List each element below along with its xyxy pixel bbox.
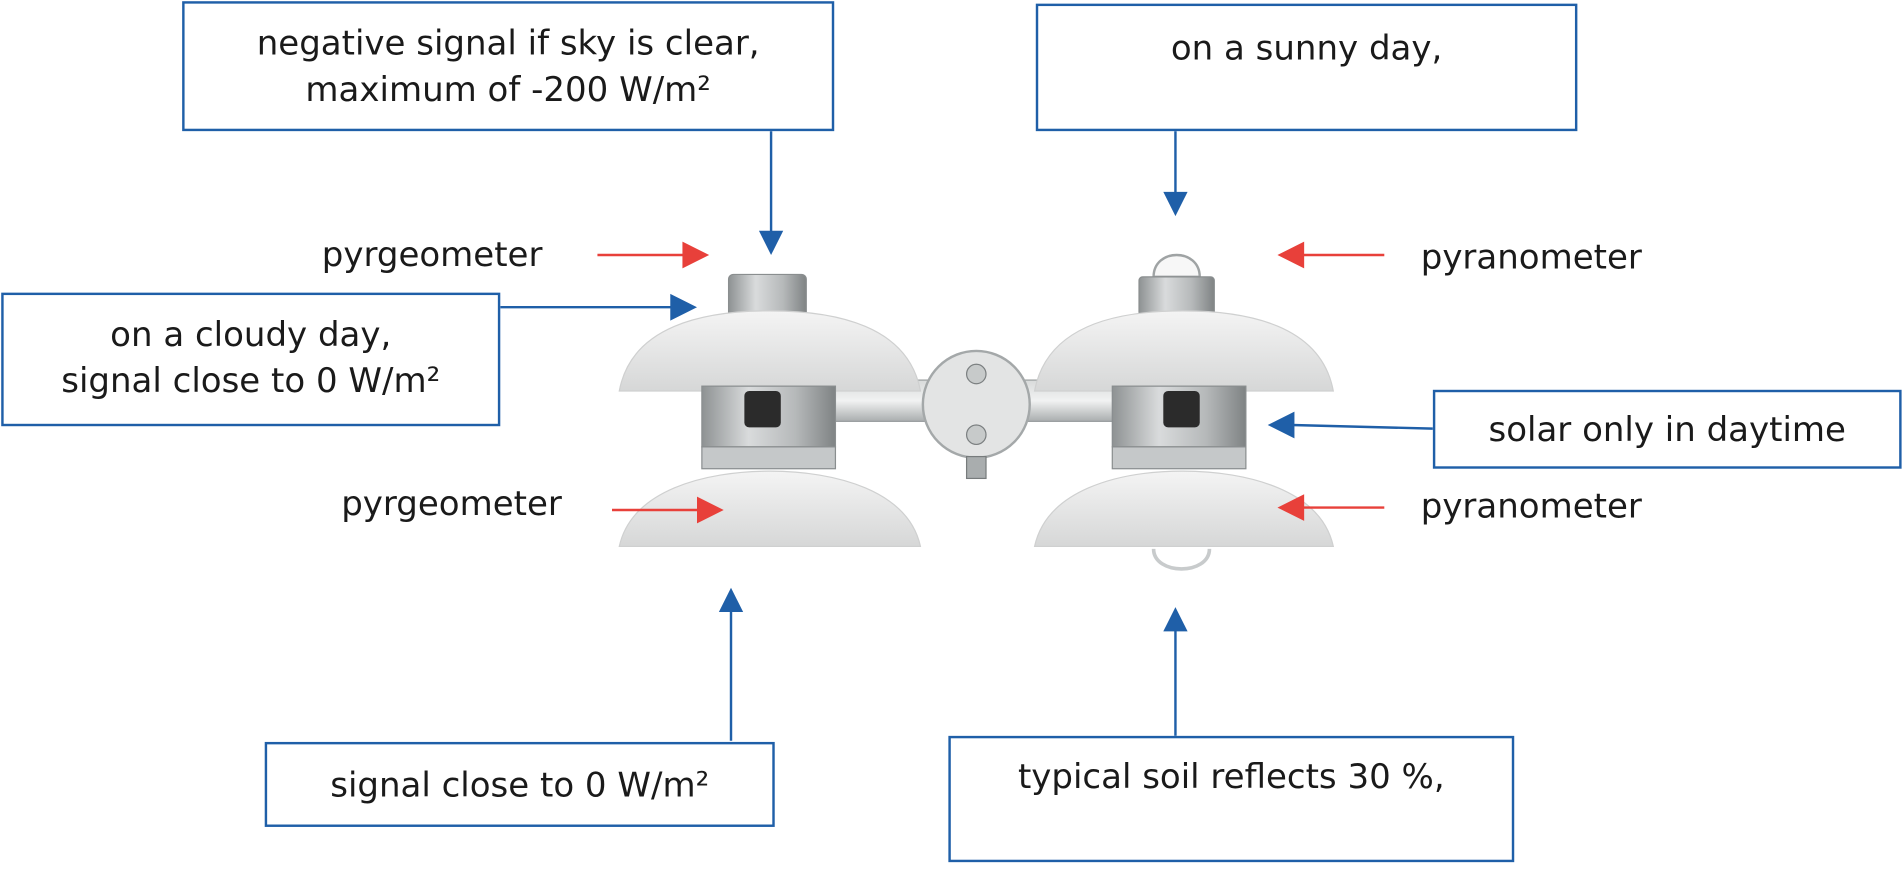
- callout-text-line: signal close to 0 W/m²: [330, 765, 710, 806]
- red-arrow-pyranometer-bottom: [1277, 494, 1385, 521]
- callout-text-line: signal close to 0 W/m²: [61, 360, 441, 401]
- label-pyrgeometer-top: pyrgeometer: [321, 234, 543, 275]
- callout-signal-zero: signal close to 0 W/m²: [264, 741, 775, 827]
- blue-arrow-signal-zero: [718, 587, 744, 741]
- red-arrow-pyrgeometer-top: [597, 241, 710, 269]
- callout-text-line: on a cloudy day,: [110, 314, 392, 355]
- label-pyranometer-top: pyranometer: [1420, 236, 1642, 277]
- pyranometer-lower-body: [1033, 470, 1335, 571]
- central-hub: [921, 349, 1031, 480]
- blue-arrow-solar-daytime: [1267, 411, 1433, 439]
- callout-text-line: typical soil reflects 30 %,: [1017, 756, 1445, 797]
- blue-arrow-sunny-day: [1163, 131, 1188, 217]
- pyrgeometer-upper-body: [618, 273, 922, 470]
- blue-arrow-cloudy-day: [500, 293, 698, 321]
- callout-solar-daytime: solar only in daytime: [1432, 389, 1902, 469]
- pyranometer-upper-body: [1033, 253, 1335, 470]
- label-pyrgeometer-bottom: pyrgeometer: [341, 483, 562, 524]
- blue-arrow-soil-reflects: [1163, 607, 1188, 736]
- callout-negative-signal: negative signal if sky is clear, maximum…: [182, 1, 835, 132]
- callout-text-line: negative signal if sky is clear,: [256, 23, 760, 64]
- callout-text-line: maximum of -200 W/m²: [305, 69, 711, 110]
- callout-cloudy-day: on a cloudy day, signal close to 0 W/m²: [1, 292, 501, 427]
- pyrgeometer-lower-body: [618, 470, 922, 548]
- red-arrow-pyranometer-top: [1277, 241, 1385, 269]
- callout-sunny-day: on a sunny day,: [1035, 3, 1578, 132]
- callout-soil-reflects: typical soil reflects 30 %,: [948, 735, 1515, 863]
- blue-arrow-negative-signal: [758, 131, 784, 256]
- callout-text-line: on a sunny day,: [1170, 27, 1443, 69]
- callout-text-line: solar only in daytime: [1488, 409, 1846, 450]
- label-pyranometer-bottom: pyranometer: [1420, 485, 1642, 526]
- red-arrow-pyrgeometer-bottom: [612, 496, 724, 524]
